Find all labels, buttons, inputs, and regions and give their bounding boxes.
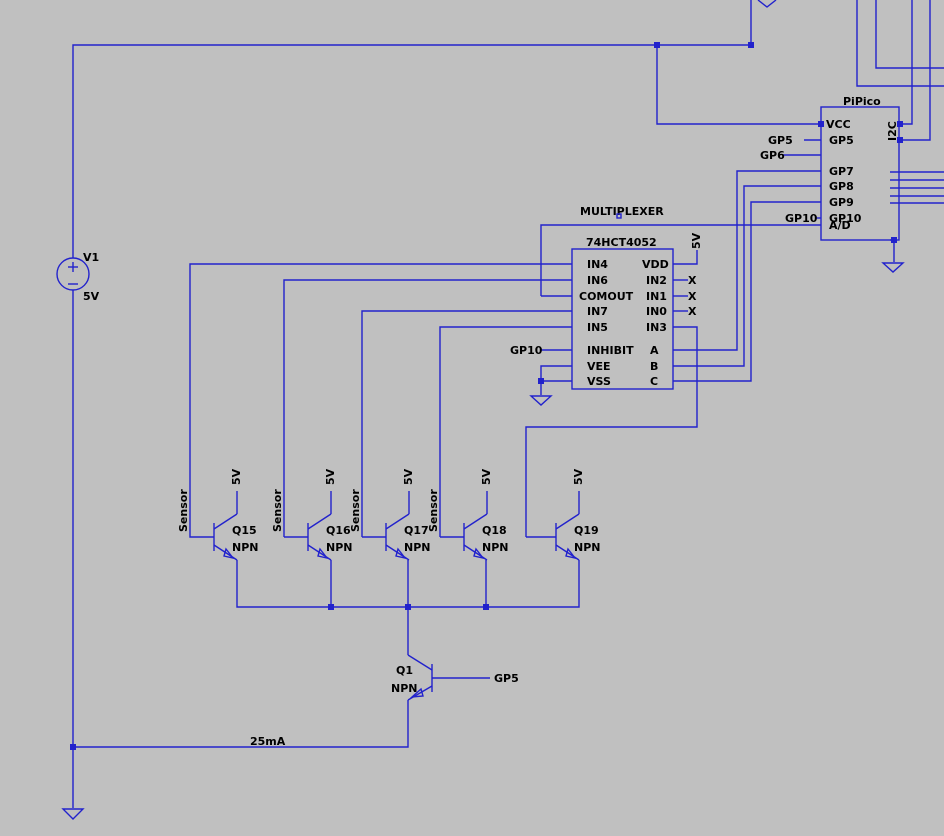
power-wires	[72, 0, 821, 808]
pico-pin-gp10: GP10	[829, 212, 862, 225]
q16-emitter-arrow	[317, 547, 329, 560]
q15-name: Q15	[232, 524, 257, 537]
mux-nc-in1: X	[688, 290, 697, 303]
mux-pin-c: C	[650, 375, 658, 388]
q15-type: NPN	[232, 541, 258, 554]
q16-type: NPN	[326, 541, 352, 554]
ground-symbol-main	[61, 808, 85, 820]
q1-name: Q1	[396, 664, 413, 677]
voltage-source-v1: V1 5V	[56, 251, 100, 303]
pico-pin-vcc: VCC	[826, 118, 851, 131]
mux-nc-in2: X	[688, 274, 697, 287]
q17-supply-label: 5V	[402, 468, 415, 485]
mux-pin-in1: IN1	[646, 290, 667, 303]
q17-sensor-label: Sensor	[349, 489, 362, 532]
current-label: 25mA	[250, 735, 286, 748]
q19-collector	[555, 513, 580, 530]
pico-net-gp5: GP5	[768, 134, 793, 147]
q17-name: Q17	[404, 524, 429, 537]
q19-supply-label: 5V	[572, 468, 585, 485]
q16-name: Q16	[326, 524, 351, 537]
mux-pin-vee: VEE	[587, 360, 611, 373]
mux-pin-in0: IN0	[646, 305, 667, 318]
driver-transistor-q1: Q1 NPN GP5	[391, 654, 519, 701]
mux-pin-b: B	[650, 360, 658, 373]
q19-name: Q19	[574, 524, 599, 537]
pico-net-gp10: GP10	[785, 212, 818, 225]
pico-name: PiPico	[843, 95, 881, 108]
q16-sensor-label: Sensor	[271, 489, 284, 532]
mux-title: MULTIPLEXER	[580, 205, 664, 218]
mux-pin-in5: IN5	[587, 321, 608, 334]
q16-supply-label: 5V	[324, 468, 337, 485]
pico-pin-gp9: GP9	[829, 196, 854, 209]
q19-type: NPN	[574, 541, 600, 554]
q17-type: NPN	[404, 541, 430, 554]
q18-type: NPN	[482, 541, 508, 554]
v1-name: V1	[83, 251, 99, 264]
pico-pin-gp7: GP7	[829, 165, 854, 178]
mux-pin-in7: IN7	[587, 305, 608, 318]
pico-pin-i2c: I2C	[886, 121, 899, 141]
q1-type: NPN	[391, 682, 417, 695]
multiplexer-block: MULTIPLEXER 74HCT4052 IN4 IN6 COMOUT IN7…	[510, 205, 703, 406]
q18-collector	[463, 513, 488, 530]
mux-inhibit-label: GP10	[510, 344, 543, 357]
signal-wires	[189, 170, 821, 679]
mux-nc-in0: X	[688, 305, 697, 318]
q17-emitter-arrow	[395, 547, 407, 560]
mux-vdd-supply: 5V	[690, 232, 703, 249]
mux-pin-comout: COMOUT	[579, 290, 634, 303]
q15-collector	[213, 513, 238, 530]
q15-sensor-label: Sensor	[177, 489, 190, 532]
q1-base-label: GP5	[494, 672, 519, 685]
q18-name: Q18	[482, 524, 507, 537]
mux-pin-a: A	[650, 344, 659, 357]
mux-pin-in2: IN2	[646, 274, 667, 287]
q18-supply-label: 5V	[480, 468, 493, 485]
mux-pin-in4: IN4	[587, 258, 608, 271]
pipico-block: PiPico VCC GP5 GP7 GP8 GP9 GP10 A/D I2C …	[760, 95, 905, 273]
pico-pin-ad: A/D	[829, 219, 851, 232]
q19-emitter-arrow	[565, 547, 577, 560]
mux-pin-inhibit: INHIBIT	[587, 344, 634, 357]
junctions	[70, 42, 903, 750]
mux-pin-in3: IN3	[646, 321, 667, 334]
pico-pin-gp5: GP5	[829, 134, 854, 147]
q16-collector	[307, 513, 332, 530]
pico-net-gp6: GP6	[760, 149, 785, 162]
q15-emitter-arrow	[223, 547, 235, 560]
v1-value: 5V	[83, 290, 100, 303]
mux-pin-in6: IN6	[587, 274, 608, 287]
q17-collector	[385, 513, 410, 530]
mux-name: 74HCT4052	[586, 236, 657, 249]
pico-pin-gp8: GP8	[829, 180, 854, 193]
mux-pin-vdd: VDD	[642, 258, 669, 271]
mux-pin-vss: VSS	[587, 375, 611, 388]
q15-supply-label: 5V	[230, 468, 243, 485]
q18-sensor-label: Sensor	[427, 489, 440, 532]
q18-emitter-arrow	[473, 547, 485, 560]
